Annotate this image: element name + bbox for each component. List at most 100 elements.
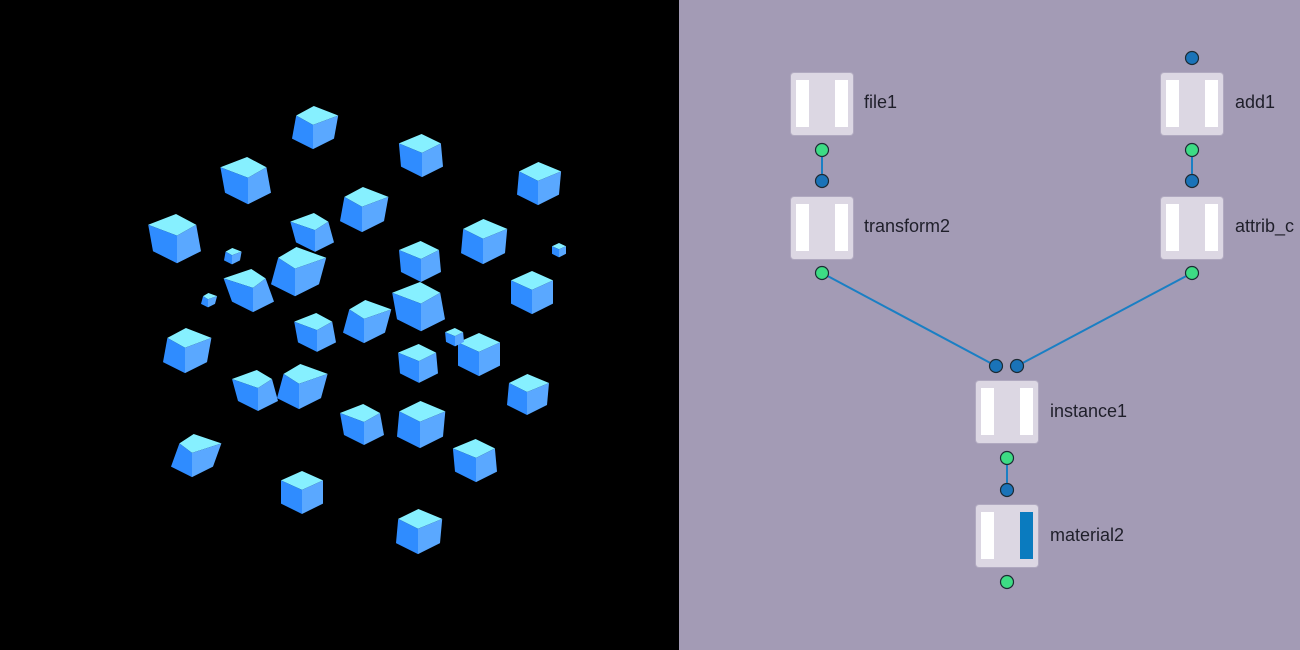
display-flag-active[interactable] — [1020, 512, 1033, 559]
cube-face — [163, 337, 185, 374]
cube-icon[interactable] — [223, 269, 274, 313]
output-port-add1[interactable] — [1184, 142, 1200, 158]
cube-face — [418, 518, 443, 555]
cube-icon[interactable] — [290, 213, 334, 252]
cube-face — [511, 271, 553, 290]
cube-icon[interactable] — [294, 313, 336, 352]
display-flag[interactable] — [1205, 204, 1218, 251]
cube-face — [232, 379, 258, 411]
input-port-material2[interactable] — [999, 482, 1015, 498]
cube-icon[interactable] — [281, 471, 323, 514]
node-file1[interactable] — [791, 73, 853, 135]
cube-face — [294, 313, 333, 331]
input-port-transform2[interactable] — [814, 173, 830, 189]
cube-face — [507, 383, 527, 415]
bypass-flag[interactable] — [1166, 80, 1179, 127]
input-port-instance1-a[interactable] — [988, 358, 1004, 374]
node-label-file1: file1 — [864, 92, 898, 112]
cube-icon[interactable] — [399, 241, 441, 282]
display-flag[interactable] — [1020, 388, 1033, 435]
cube-icon[interactable] — [398, 344, 438, 383]
output-port-instance1[interactable] — [999, 450, 1015, 466]
cube-face — [344, 187, 389, 207]
wire-transform2-instance1[interactable] — [821, 272, 997, 367]
node-attrib[interactable] — [1161, 197, 1223, 259]
cube-icon[interactable] — [397, 401, 446, 449]
cube-icon[interactable] — [163, 328, 212, 374]
cube-icon[interactable] — [517, 162, 562, 206]
cube-icon[interactable] — [232, 370, 278, 411]
wire-attrib-instance1[interactable] — [1016, 272, 1193, 367]
cube-face — [343, 309, 364, 344]
node-label-attrib: attrib_c — [1235, 216, 1295, 236]
input-port-attrib[interactable] — [1184, 173, 1200, 189]
node-instance1[interactable] — [976, 381, 1038, 443]
cube-icon[interactable] — [392, 282, 445, 332]
cube-face — [461, 228, 483, 265]
cube-icon[interactable] — [452, 439, 497, 483]
node-add1[interactable] — [1161, 73, 1223, 135]
output-port-transform2[interactable] — [814, 265, 830, 281]
cube-icon[interactable] — [224, 248, 242, 265]
cube-icon[interactable] — [277, 364, 328, 410]
cube-face — [397, 411, 420, 449]
cube-face — [248, 167, 271, 205]
cube-face — [258, 379, 278, 411]
cube-icon[interactable] — [396, 509, 443, 555]
cube-face — [295, 257, 327, 297]
input-port-add1[interactable] — [1184, 50, 1200, 66]
cube-icon[interactable] — [148, 214, 201, 264]
cube-icon[interactable] — [340, 404, 384, 445]
bypass-flag[interactable] — [981, 512, 994, 559]
cube-icon[interactable] — [511, 271, 553, 315]
cube-face — [398, 509, 443, 529]
node-graph-editor[interactable]: file1 add1 transform2 attrib_c instance1… — [679, 0, 1300, 650]
cube-icon[interactable] — [271, 247, 327, 297]
cube-icon[interactable] — [507, 374, 549, 415]
output-port-file1[interactable] — [814, 142, 830, 158]
cube-icon[interactable] — [201, 293, 218, 308]
cube-face — [476, 448, 497, 483]
cube-face — [398, 143, 422, 178]
cube-icon[interactable] — [171, 434, 222, 478]
cube-face — [317, 321, 336, 352]
viewport-canvas[interactable] — [0, 0, 679, 650]
cube-face — [171, 443, 192, 478]
display-flag[interactable] — [1205, 80, 1218, 127]
node-material2[interactable] — [976, 505, 1038, 567]
cube-icon[interactable] — [458, 333, 500, 377]
cube-icon[interactable] — [292, 106, 339, 150]
cube-face — [364, 413, 384, 445]
cube-face — [392, 282, 441, 304]
bypass-flag[interactable] — [981, 388, 994, 435]
cube-face — [392, 292, 421, 332]
output-port-attrib[interactable] — [1184, 265, 1200, 281]
cube-face — [148, 214, 197, 236]
cube-icon[interactable] — [445, 328, 464, 347]
cube-face — [232, 251, 242, 265]
bypass-flag[interactable] — [1166, 204, 1179, 251]
cube-face — [192, 443, 222, 478]
cube-icon[interactable] — [552, 243, 566, 258]
display-flag[interactable] — [835, 80, 848, 127]
cube-icon[interactable] — [343, 300, 392, 344]
cube-face — [552, 243, 566, 250]
output-port-material2[interactable] — [999, 574, 1015, 590]
node-transform2[interactable] — [791, 197, 853, 259]
cube-face — [511, 280, 532, 315]
cube-face — [299, 373, 328, 410]
bypass-flag[interactable] — [796, 204, 809, 251]
cube-icon[interactable] — [461, 219, 508, 265]
cube-face — [201, 296, 208, 308]
cube-face — [445, 328, 464, 337]
cube-icon[interactable] — [398, 134, 443, 178]
display-flag[interactable] — [835, 204, 848, 251]
cube-face — [479, 342, 500, 377]
bypass-flag[interactable] — [796, 80, 809, 127]
viewport-3d[interactable] — [0, 0, 679, 650]
cube-icon[interactable] — [340, 187, 389, 233]
cube-face — [463, 219, 508, 239]
input-port-instance1-b[interactable] — [1009, 358, 1025, 374]
cube-face — [232, 370, 272, 388]
cube-icon[interactable] — [220, 157, 271, 205]
